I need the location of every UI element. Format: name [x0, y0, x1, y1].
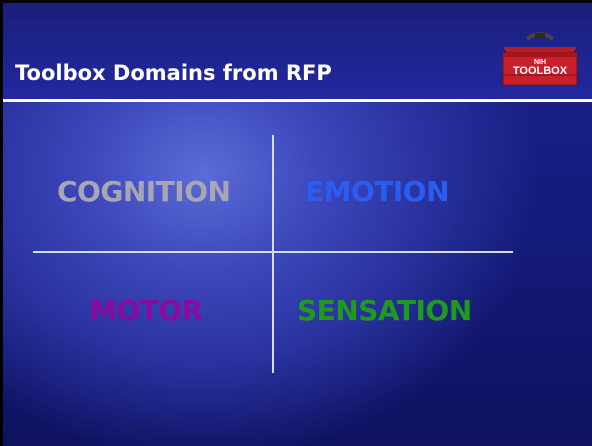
domain-motor: MOTOR: [89, 294, 203, 327]
toolbox-logo-icon: NIH TOOLBOX: [502, 32, 578, 86]
quadrant-divider-vertical: [272, 135, 274, 373]
domain-emotion: EMOTION: [305, 175, 450, 208]
domain-cognition: COGNITION: [57, 175, 231, 208]
logo-top-text: NIH: [534, 59, 546, 66]
domain-sensation: SENSATION: [297, 294, 472, 327]
quadrant-divider-horizontal: [33, 251, 513, 253]
title-bar: [3, 3, 592, 99]
title-divider: [3, 99, 592, 102]
logo-main-text: TOOLBOX: [513, 65, 568, 77]
slide-title: Toolbox Domains from RFP: [15, 61, 332, 85]
